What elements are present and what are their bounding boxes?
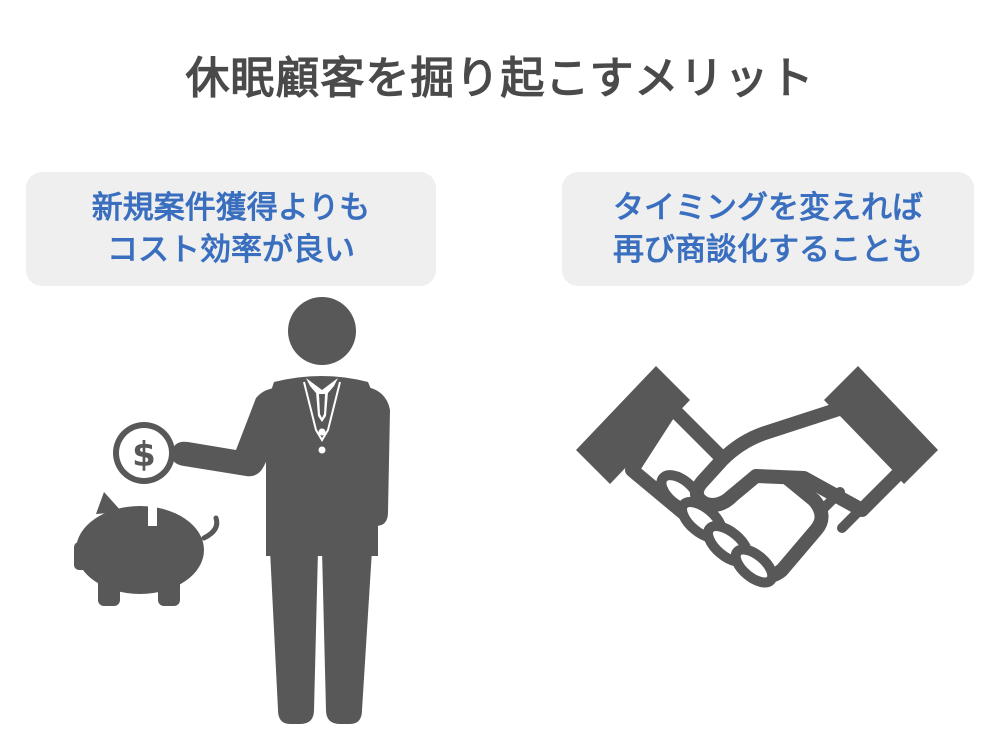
saving-illustration: $	[74, 297, 390, 724]
benefit-timing-line2: 再び商談化することも	[613, 232, 923, 268]
benefit-card-timing: タイミングを変えれば 再び商談化することも	[562, 172, 974, 286]
benefit-card-cost: 新規案件獲得よりも コスト効率が良い	[26, 172, 436, 286]
businessman-icon	[171, 297, 390, 724]
handshake-icon	[576, 366, 938, 588]
piggy-bank-icon	[74, 492, 220, 606]
svg-text:$: $	[132, 435, 156, 475]
benefit-timing-line1: タイミングを変えれば	[613, 190, 923, 226]
benefit-cost-line2: コスト効率が良い	[107, 232, 355, 268]
handshake-illustration	[576, 366, 938, 588]
benefit-cost-line1: 新規案件獲得よりも	[91, 190, 371, 226]
coin-dollar-icon: $	[113, 422, 175, 484]
page-title: 休眠顧客を掘り起こすメリット	[185, 53, 815, 104]
